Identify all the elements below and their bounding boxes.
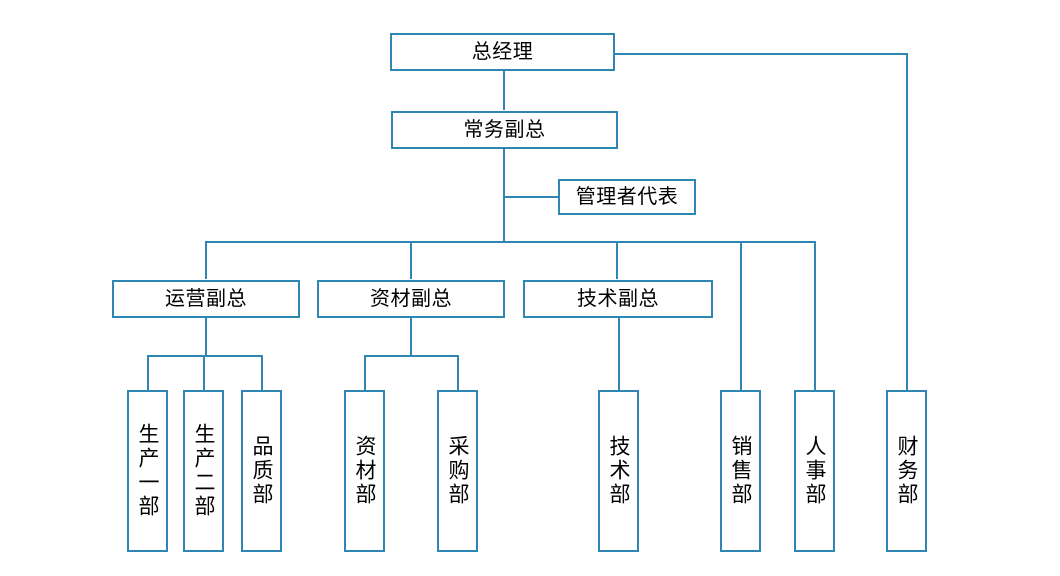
- node-operations-vp-label: 运营副总: [165, 287, 247, 310]
- connector-bus-to-technical-vp: [616, 241, 618, 279]
- node-technical-dept[interactable]: 技术部: [598, 390, 639, 552]
- node-general-manager-label: 总经理: [471, 40, 534, 63]
- node-purchasing-dept-label: 采购部: [446, 435, 469, 507]
- connector-materials-sub-bus: [364, 355, 459, 357]
- node-general-manager[interactable]: 总经理: [390, 33, 615, 71]
- node-production-dept-2-label: 生产二部: [192, 423, 215, 519]
- node-executive-vp[interactable]: 常务副总: [391, 111, 618, 149]
- node-management-representative[interactable]: 管理者代表: [558, 179, 696, 215]
- node-finance-dept-label: 财务部: [895, 435, 918, 507]
- node-sales-dept[interactable]: 销售部: [720, 390, 761, 552]
- node-materials-vp-label: 资材副总: [370, 287, 452, 310]
- connector-main-bus: [205, 241, 816, 243]
- node-technical-vp[interactable]: 技术副总: [523, 280, 713, 318]
- connector-sub-to-production-2: [203, 355, 205, 390]
- node-production-dept-2[interactable]: 生产二部: [183, 390, 224, 552]
- node-purchasing-dept[interactable]: 采购部: [437, 390, 478, 552]
- connector-sub-to-quality: [261, 355, 263, 390]
- connector-sub-to-production-1: [147, 355, 149, 390]
- node-quality-dept-label: 品质部: [250, 435, 273, 507]
- connector-gm-to-finance-vertical: [906, 53, 908, 390]
- connector-operations-vp-drop: [205, 318, 207, 356]
- node-operations-vp[interactable]: 运营副总: [112, 280, 300, 318]
- node-production-dept-1[interactable]: 生产一部: [127, 390, 168, 552]
- connector-bus-to-materials-vp: [410, 241, 412, 279]
- connector-evp-spine: [503, 149, 505, 242]
- connector-bus-to-operations-vp: [205, 241, 207, 279]
- connector-gm-to-evp: [503, 71, 505, 110]
- node-management-representative-label: 管理者代表: [575, 185, 679, 208]
- node-hr-dept[interactable]: 人事部: [794, 390, 835, 552]
- node-hr-dept-label: 人事部: [803, 435, 826, 507]
- node-production-dept-1-label: 生产一部: [136, 423, 159, 519]
- connector-materials-vp-drop: [410, 318, 412, 356]
- connector-evp-to-management-rep: [503, 196, 559, 198]
- connector-bus-to-hr-dept: [814, 241, 816, 390]
- node-technical-dept-label: 技术部: [607, 435, 630, 507]
- node-materials-dept[interactable]: 资材部: [344, 390, 385, 552]
- node-materials-vp[interactable]: 资材副总: [317, 280, 505, 318]
- node-quality-dept[interactable]: 品质部: [241, 390, 282, 552]
- connector-gm-to-finance-horizontal: [613, 53, 908, 55]
- node-executive-vp-label: 常务副总: [463, 118, 546, 141]
- node-finance-dept[interactable]: 财务部: [886, 390, 927, 552]
- connector-sub-to-purchasing-dept: [457, 355, 459, 390]
- node-sales-dept-label: 销售部: [729, 435, 752, 507]
- node-technical-vp-label: 技术副总: [577, 287, 659, 310]
- connector-bus-to-sales-dept: [740, 241, 742, 390]
- node-materials-dept-label: 资材部: [353, 435, 376, 507]
- connector-sub-to-materials-dept: [364, 355, 366, 390]
- connector-operations-sub-bus: [147, 355, 263, 357]
- connector-technical-vp-to-dept: [618, 318, 620, 390]
